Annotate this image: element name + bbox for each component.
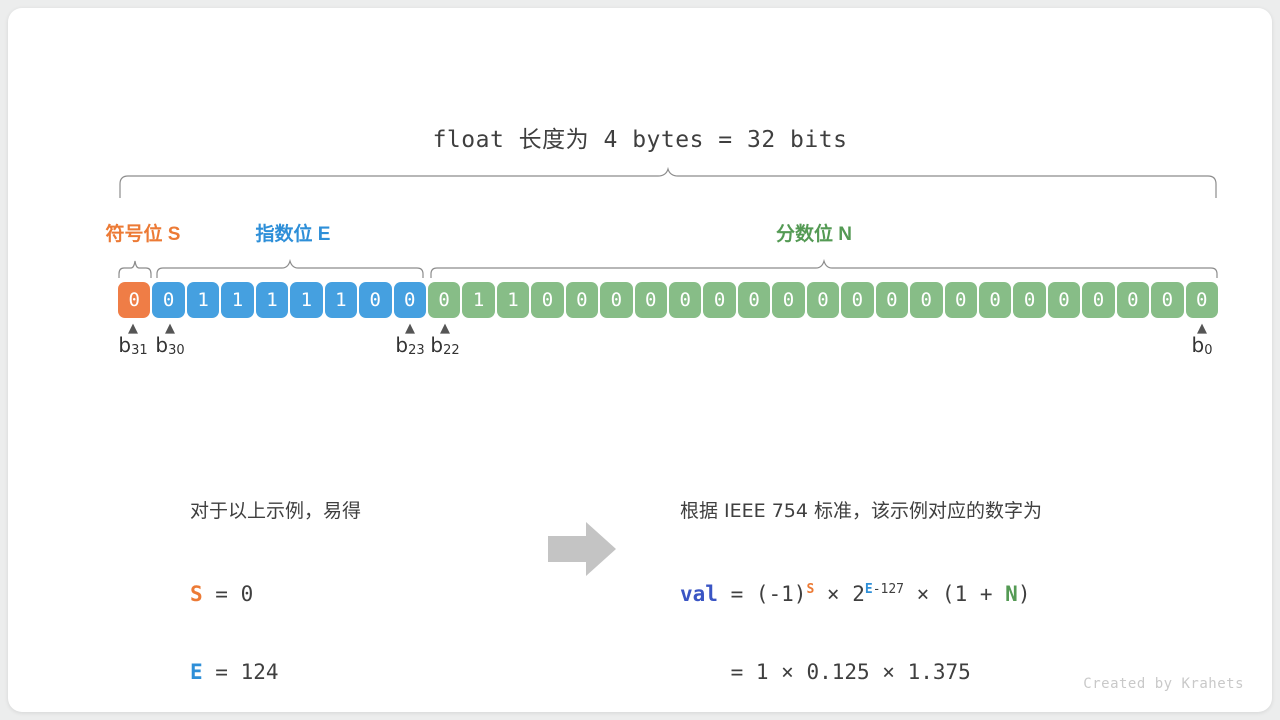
bit-cell-fraction-16: 0 (978, 282, 1012, 318)
bit-cell-exponent-7: 0 (393, 282, 426, 318)
bit-cell-fraction-12: 0 (841, 282, 874, 318)
bit-cell-exponent-3: 1 (255, 282, 289, 318)
bit-cell-fraction-21: 0 (1151, 282, 1184, 318)
bit-cell-exponent-1: 1 (186, 282, 220, 318)
bit-tick-b23: ▲ b23 (388, 321, 432, 360)
formula-line-2: val = 1 × 0.125 × 1.375 (730, 660, 971, 684)
bit-cell-fraction-19: 0 (1082, 282, 1115, 318)
bit-cell-exponent-2: 1 (221, 282, 254, 318)
bit-cell-exponent-5: 1 (324, 282, 358, 318)
bit-cell-exponent-0: 0 (152, 282, 185, 318)
left-line-e: E = 124 (190, 660, 279, 684)
total-width-brace (118, 166, 1218, 198)
left-explanation-panel: 对于以上示例，易得 S = 0 E = 124 N = 2⁻² + 2⁻³ = … (190, 460, 456, 712)
bit-cell-fraction-17: 0 (1013, 282, 1046, 318)
credit-text: Created by Krahets (1083, 676, 1244, 692)
bit-cell-sign-0: 0 (118, 282, 151, 318)
bit-cell-fraction-8: 0 (703, 282, 736, 318)
group-label-sign: 符号位 S (105, 224, 181, 245)
bit-tick-label: b30 (155, 333, 185, 358)
bit-tick-b31: ▲ b31 (111, 321, 155, 360)
group-label-exponent: 指数位 E (255, 224, 331, 245)
caret-icon: ▲ (165, 321, 175, 336)
caret-icon: ▲ (405, 321, 415, 336)
bit-tick-label: b0 (1191, 333, 1213, 358)
bit-cell-fraction-6: 0 (634, 282, 667, 318)
bit-cell-exponent-6: 0 (359, 282, 392, 318)
caret-icon: ▲ (1197, 321, 1207, 336)
caret-icon: ▲ (128, 321, 138, 336)
fraction-group-brace (430, 248, 1218, 278)
bit-cell-fraction-18: 0 (1047, 282, 1081, 318)
bit-cell-fraction-9: 0 (737, 282, 771, 318)
bit-tick-label: b31 (118, 333, 148, 358)
bit-tick-b0: ▲ b0 (1180, 321, 1224, 360)
bit-tick-b30: ▲ b30 (148, 321, 192, 360)
caret-icon: ▲ (440, 321, 450, 336)
exponent-group-brace (156, 248, 424, 278)
diagram-canvas: float 长度为 4 bytes = 32 bits 符号位 S 指数位 E … (8, 8, 1272, 712)
bit-cell-fraction-10: 0 (772, 282, 805, 318)
page-title: float 长度为 4 bytes = 32 bits (432, 127, 848, 153)
right-panel-heading: 根据 IEEE 754 标准，该示例对应的数字为 (680, 500, 1043, 522)
bit-cell-fraction-20: 0 (1116, 282, 1150, 318)
left-line-s: S = 0 (190, 582, 254, 606)
bit-cell-fraction-2: 1 (496, 282, 530, 318)
bit-cell-fraction-5: 0 (600, 282, 633, 318)
bit-cell-fraction-1: 1 (462, 282, 495, 318)
bit-cell-fraction-0: 0 (427, 282, 461, 318)
bit-cell-fraction-22: 0 (1185, 282, 1218, 318)
bit-cell-fraction-7: 0 (669, 282, 702, 318)
bit-cell-fraction-4: 0 (565, 282, 599, 318)
left-panel-heading: 对于以上示例，易得 (190, 500, 362, 522)
bit-tick-label: b22 (430, 333, 460, 358)
bit-tick-b22: ▲ b22 (423, 321, 467, 360)
right-arrow-icon (548, 520, 618, 583)
right-explanation-panel: 根据 IEEE 754 标准，该示例对应的数字为 val = (-1)S × 2… (680, 460, 1042, 712)
bit-cell-fraction-15: 0 (944, 282, 977, 318)
bit-cell-fraction-11: 0 (806, 282, 840, 318)
bit-cell-exponent-4: 1 (290, 282, 323, 318)
sign-group-brace (118, 248, 152, 278)
bit-tick-label: b23 (395, 333, 425, 358)
group-label-fraction: 分数位 N (775, 224, 852, 245)
bit-cell-fraction-14: 0 (910, 282, 943, 318)
bit-cell-fraction-3: 0 (531, 282, 564, 318)
bit-cell-fraction-13: 0 (875, 282, 909, 318)
formula-line-1: val = (-1)S × 2E-127 × (1 + N) (680, 582, 1031, 606)
